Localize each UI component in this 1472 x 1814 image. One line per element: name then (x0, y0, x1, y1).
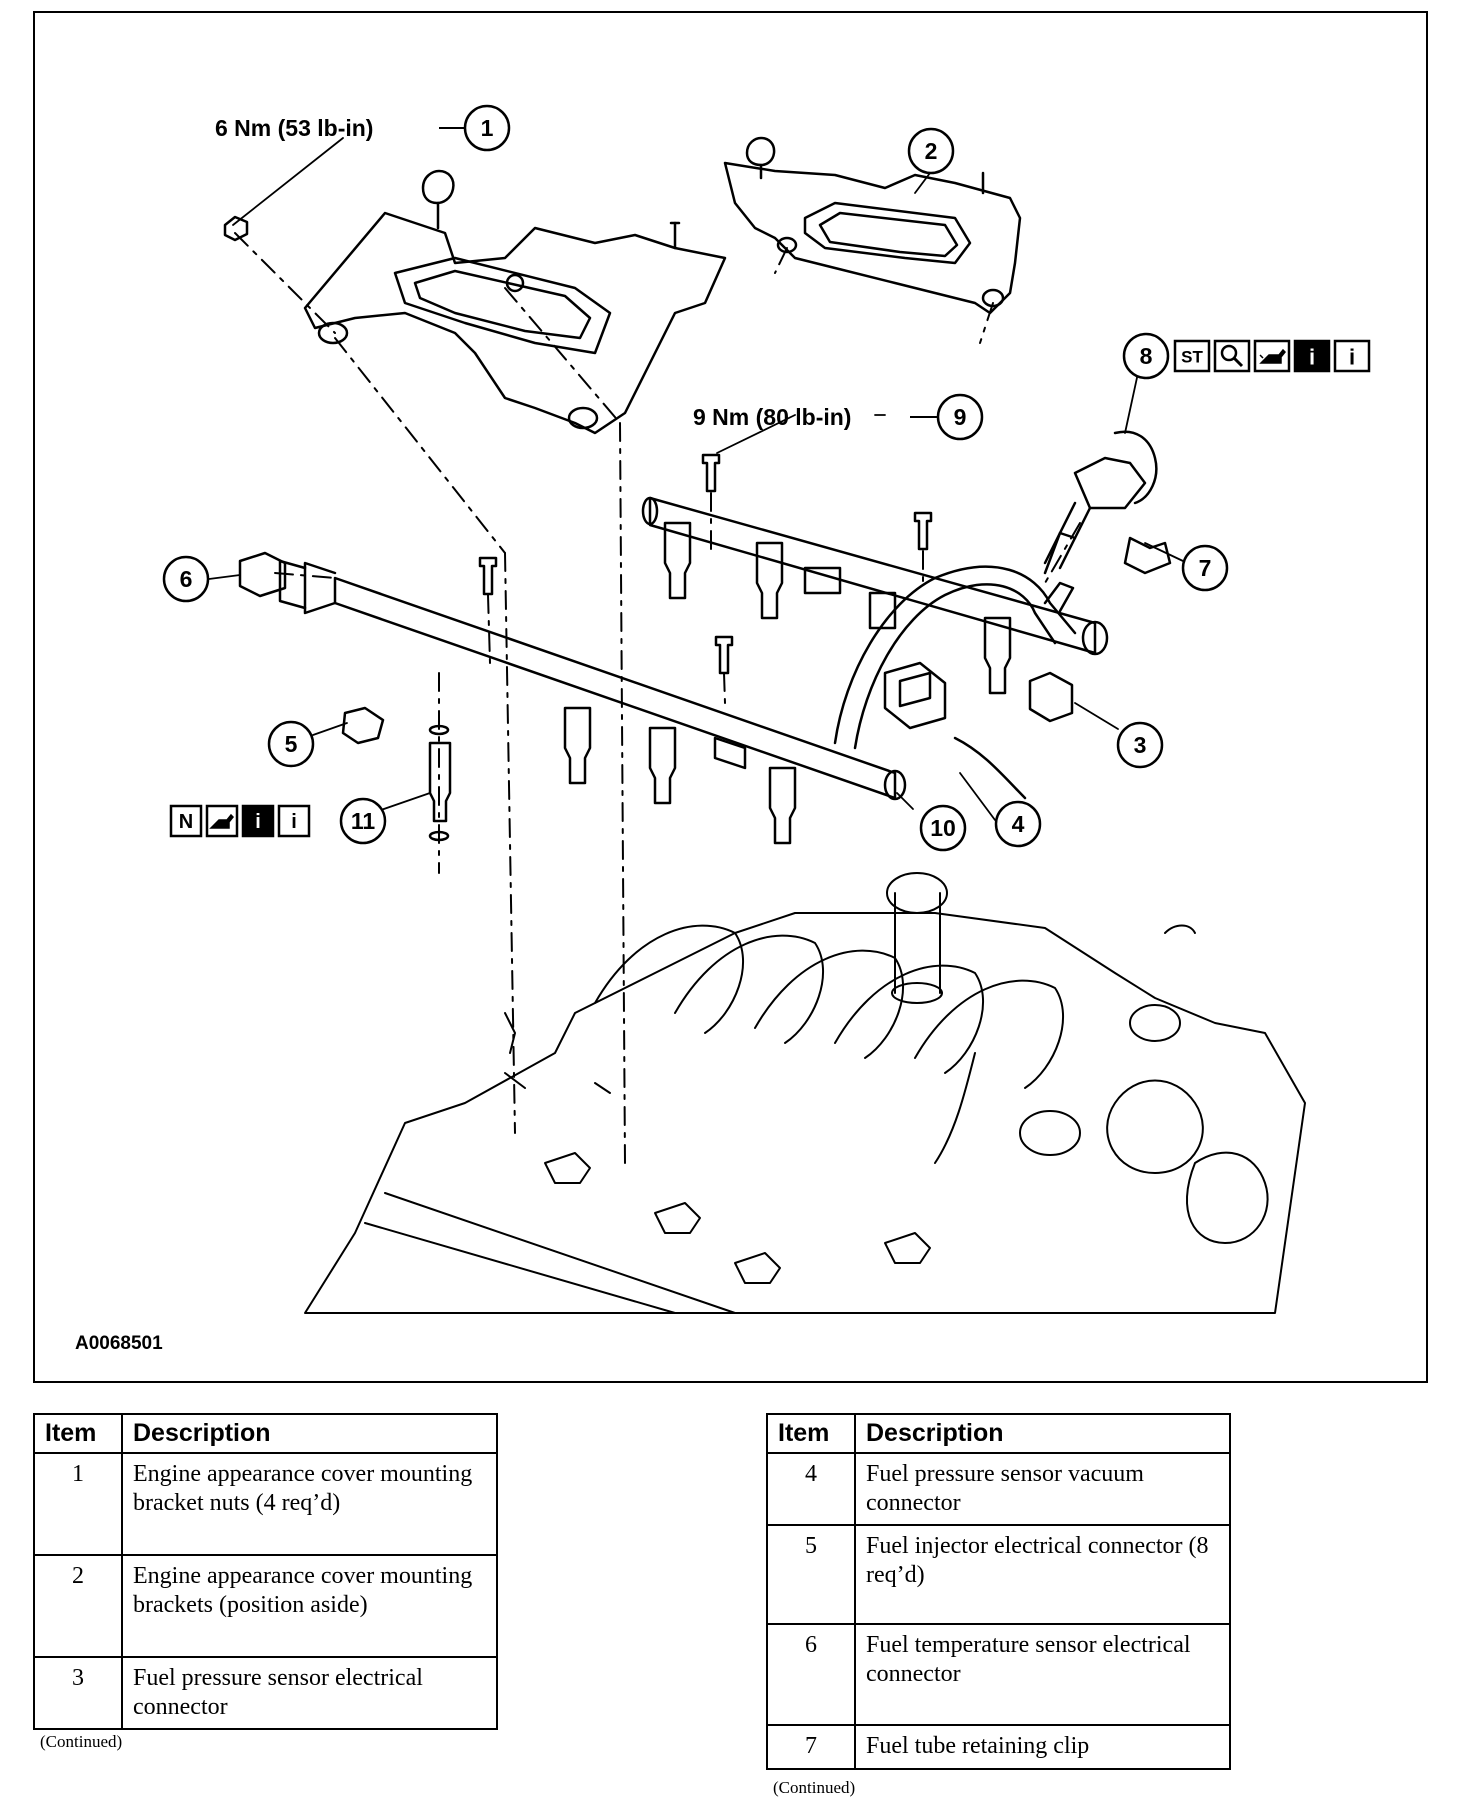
info-outline-icon (277, 804, 311, 838)
item-description: Fuel tube retaining clip (854, 1724, 1231, 1770)
legend-table-right: Item Description 4 Fuel pressure sensor … (766, 1413, 1231, 1770)
item-description: Fuel injector electrical connector (8 re… (854, 1524, 1231, 1625)
callout-8: 8 (1140, 343, 1153, 369)
legend-table-left: Item Description 1 Engine appearance cov… (33, 1413, 498, 1730)
figure-frame: 1 2 3 4 5 6 7 8 9 10 11 6 Nm (53 lb-in) … (33, 11, 1428, 1383)
column-header-description: Description (121, 1413, 498, 1454)
item-number: 1 (33, 1452, 123, 1556)
info-outline-icon (1333, 339, 1371, 373)
fuel-rail-left (278, 559, 907, 801)
exploded-view-diagram: 1 2 3 4 5 6 7 8 9 10 11 6 Nm (53 lb-in) … (162, 104, 1371, 1314)
column-header-item: Item (33, 1413, 123, 1454)
new-part-icon (169, 804, 203, 838)
callout-circle-3 (1116, 721, 1164, 769)
svg-text:N: N (179, 811, 193, 833)
callout-10: 10 (930, 815, 956, 841)
fuel-rail-bolts (223, 215, 933, 675)
leader-lines (208, 127, 1184, 821)
table-row: 1 Engine appearance cover mounting brack… (33, 1452, 498, 1556)
callout-5: 5 (285, 731, 298, 757)
svg-text:i: i (1309, 345, 1315, 370)
table-row: 6 Fuel temperature sensor electrical con… (766, 1623, 1231, 1726)
callout-11: 11 (351, 808, 376, 834)
svg-text:i: i (1349, 345, 1355, 370)
svg-text:ST: ST (1181, 348, 1203, 367)
callout-circle-4 (994, 800, 1042, 848)
callout-3: 3 (1134, 732, 1147, 758)
callout-circle-10 (919, 804, 967, 852)
column-header-item: Item (766, 1413, 856, 1454)
table-row: 7 Fuel tube retaining clip (766, 1724, 1231, 1770)
item-number: 5 (766, 1524, 856, 1625)
item-number: 4 (766, 1452, 856, 1526)
item-description: Fuel pressure sensor vacuum connector (854, 1452, 1231, 1526)
callout-circle-11 (339, 797, 387, 845)
item-description: Engine appearance cover mounting bracket… (121, 1554, 498, 1658)
service-icons-item-11: N i i (169, 804, 311, 838)
callout-9: 9 (954, 404, 967, 430)
service-icons-item-8: ST i i (1173, 339, 1371, 373)
item-description: Fuel temperature sensor electrical conne… (854, 1623, 1231, 1726)
callout-7: 7 (1199, 555, 1212, 581)
callout-circle-7 (1181, 544, 1229, 592)
mounting-bracket-right (723, 136, 1022, 315)
assembly-lines (234, 232, 1081, 1164)
column-header-description: Description (854, 1413, 1231, 1454)
continued-note-right: (Continued) (773, 1778, 856, 1797)
table-row: 2 Engine appearance cover mounting brack… (33, 1554, 498, 1658)
torque-label-item-1: 6 Nm (53 lb-in) (215, 115, 373, 141)
special-tool-icon (1173, 339, 1211, 373)
electrical-connectors (238, 551, 1074, 745)
continued-note-left: (Continued) (40, 1732, 123, 1751)
fuel-injectors (428, 521, 1012, 845)
item-number: 6 (766, 1623, 856, 1726)
callout-2: 2 (925, 138, 938, 164)
callout-circle-8 (1122, 332, 1170, 380)
item-number: 3 (33, 1656, 123, 1730)
svg-text:i: i (291, 811, 297, 833)
item-number: 7 (766, 1724, 856, 1770)
fuel-pressure-sensor-assembly (953, 430, 1172, 800)
info-solid-icon (241, 804, 275, 838)
callout-circle-2 (907, 127, 955, 175)
callout-6: 6 (180, 566, 193, 592)
fuel-rail-right (641, 496, 1109, 656)
callout-circle-5 (267, 720, 315, 768)
info-solid-icon (1293, 339, 1331, 373)
callout-circle-6 (162, 555, 210, 603)
table-row: 3 Fuel pressure sensor electrical connec… (33, 1656, 498, 1730)
figure-id: A0068501 (75, 1333, 163, 1354)
torque-label-item-9: 9 Nm (80 lb-in) (693, 404, 851, 430)
mounting-bracket-left (303, 169, 727, 435)
table-row: 4 Fuel pressure sensor vacuum connector (766, 1452, 1231, 1526)
item-description: Engine appearance cover mounting bracket… (121, 1452, 498, 1556)
svg-text:i: i (255, 811, 261, 833)
item-description: Fuel pressure sensor electrical connecto… (121, 1656, 498, 1730)
item-number: 2 (33, 1554, 123, 1658)
table-row: 5 Fuel injector electrical connector (8 … (766, 1524, 1231, 1625)
callout-4: 4 (1012, 811, 1025, 837)
engine-intake-manifold (304, 872, 1306, 1314)
callout-circles (162, 104, 1229, 852)
callout-1: 1 (481, 115, 494, 141)
